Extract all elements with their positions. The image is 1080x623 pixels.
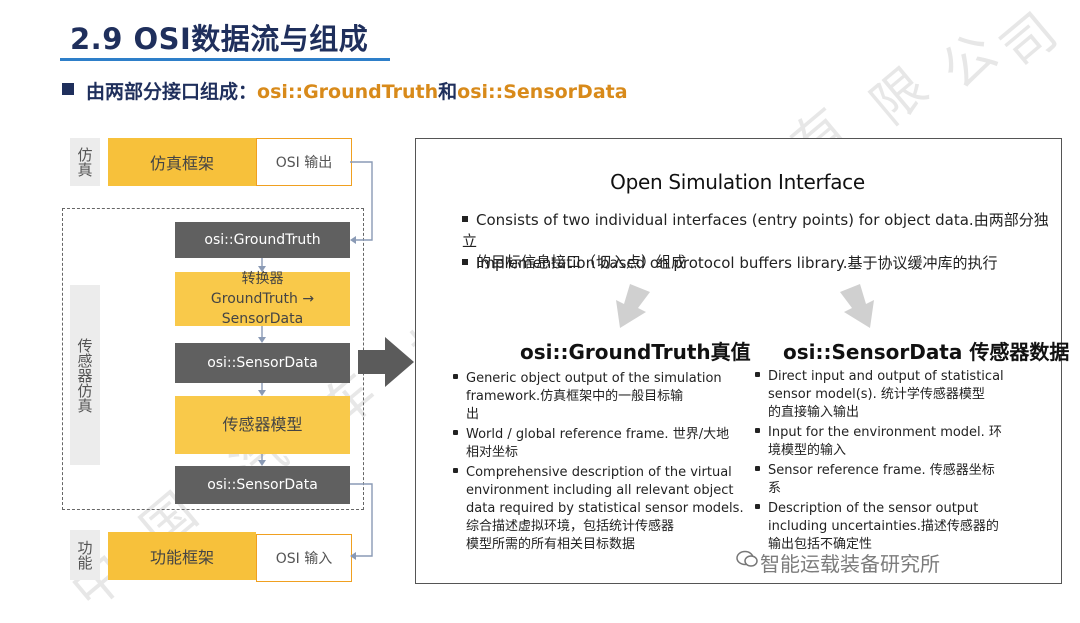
bullet-dot-icon [453, 468, 458, 473]
ground-truth-box: osi::GroundTruth [175, 222, 350, 258]
osi-output-label: OSI 输出 [275, 155, 333, 171]
sensor-data-label-2: osi::SensorData [207, 477, 318, 493]
item-line: Generic object output of the simulation [466, 371, 722, 386]
bullet-square-icon [462, 259, 468, 265]
subtitle-prefix: 由两部分接口组成： [86, 81, 258, 103]
osi-input-label: OSI 输入 [275, 551, 333, 567]
converter-sublabel: GroundTruth → SensorData [210, 291, 315, 327]
side-label-sim: 仿真 [70, 138, 100, 186]
side-label-function: 功能 [70, 530, 100, 580]
list-item: Sensor reference frame. 传感器坐标 系 [755, 462, 1050, 498]
item-line: 的直接输入输出 [768, 405, 860, 420]
panel-bullet-1: Consists of two individual interfaces (e… [462, 210, 1052, 273]
item-line: 输出包括不确定性 [768, 537, 873, 552]
item-line: 境模型的输入 [768, 443, 847, 458]
panel-heading-text: Open Simulation Interface [610, 170, 865, 194]
converter-label: 转换器 [241, 271, 284, 287]
item-line: World / global reference frame. 世界/大地 [466, 427, 730, 442]
ground-truth-label: osi::GroundTruth [204, 232, 321, 248]
item-line: Description of the sensor output [768, 501, 979, 516]
panel-bullet-2: Implementation based on protocol buffers… [462, 253, 1052, 274]
subtitle-joiner: 和 [438, 81, 458, 103]
item-line: Input for the environment model. 环 [768, 425, 1002, 440]
item-line: data required by statistical sensor mode… [466, 501, 744, 516]
watermark-char: 限 [860, 57, 939, 137]
item-line: 综合描述虚拟环境，包括统计传感器 [466, 519, 675, 534]
bullet-dot-icon [755, 372, 760, 377]
item-line: framework.仿真框架中的一般目标输 [466, 389, 684, 404]
bullet-1-line2: 的目标信息接口（切入点）组成 [476, 253, 687, 271]
sim-framework-label: 仿真框架 [149, 154, 214, 173]
sensor-data-box-2: osi::SensorData [175, 466, 350, 504]
item-line: Sensor reference frame. 传感器坐标 [768, 463, 995, 478]
down-arrow-icon [616, 284, 650, 328]
sensor-data-list: Direct input and output of statistical s… [755, 368, 1050, 554]
diagram-connectors [258, 161, 414, 560]
connector-output-to-groundtruth [350, 161, 373, 241]
subtitle-part1: osi::GroundTruth [257, 81, 439, 103]
arrowhead [258, 337, 266, 343]
osi-input-box: OSI 输入 [256, 534, 352, 582]
subtitle: 由两部分接口组成：osi::GroundTruth和osi::SensorDat… [86, 77, 628, 104]
page-title: 2.9 OSI数据流与组成 [70, 22, 369, 56]
big-right-arrow-icon [358, 337, 414, 387]
side-label-sim-text: 仿真 [75, 147, 94, 177]
bullet-dot-icon [453, 374, 458, 379]
item-line: sensor model(s). 统计学传感器模型 [768, 387, 985, 402]
arrowhead [350, 552, 356, 560]
bullet-square-icon [462, 216, 468, 222]
list-item: World / global reference frame. 世界/大地 相对… [453, 426, 753, 462]
bullet-dot-icon [453, 430, 458, 435]
ground-truth-list: Generic object output of the simulation … [453, 370, 753, 554]
panel-down-arrows [616, 284, 874, 328]
function-framework-label: 功能框架 [149, 548, 214, 567]
list-item: Direct input and output of statistical s… [755, 368, 1050, 422]
item-line: environment including all relevant objec… [466, 483, 734, 498]
list-item: Generic object output of the simulation … [453, 370, 753, 424]
osi-panel [415, 138, 1062, 584]
sensor-model-box: 传感器模型 [175, 396, 350, 454]
function-framework-box: 功能框架 [108, 532, 256, 580]
side-label-sensor-sim-text: 传感器仿真 [75, 337, 94, 413]
converter-box: 转换器 GroundTruth → SensorData [175, 271, 350, 327]
title-underline [60, 58, 390, 61]
side-label-sensor-sim: 传感器仿真 [70, 285, 100, 465]
bullet-dot-icon [755, 466, 760, 471]
list-item: Description of the sensor output includi… [755, 500, 1050, 554]
item-line: 出 [466, 407, 480, 422]
item-line: Comprehensive description of the virtual [466, 465, 732, 480]
wechat-icon [736, 550, 758, 567]
connector-sd2-to-input [350, 483, 373, 557]
item-line: Direct input and output of statistical [768, 369, 1004, 384]
bullet-dot-icon [755, 428, 760, 433]
side-label-function-text: 功能 [75, 540, 94, 570]
list-item: Input for the environment model. 环 境模型的输… [755, 424, 1050, 460]
account-watermark: 智能运载装备研究所 [760, 552, 940, 576]
bullet-square-icon [62, 83, 74, 95]
bullet-dot-icon [755, 504, 760, 509]
subtitle-part2: osi::SensorData [457, 81, 628, 103]
item-line: 模型所需的所有相关目标数据 [466, 537, 636, 552]
sensor-data-box-1: osi::SensorData [175, 343, 350, 383]
item-line: 系 [768, 481, 782, 496]
sensor-model-label: 传感器模型 [222, 415, 303, 434]
bullet-2-line1: Implementation based on protocol buffers… [476, 254, 998, 272]
bullet-1-line1: Consists of two individual interfaces (e… [462, 211, 1049, 250]
down-arrow-icon [840, 284, 874, 328]
item-line: including uncertainties.描述传感器的 [768, 519, 999, 534]
arrowhead [350, 236, 356, 244]
sensor-data-heading: osi::SensorData 传感器数据 [783, 340, 1070, 364]
sensor-data-label-1: osi::SensorData [207, 355, 318, 371]
arrowhead [258, 390, 266, 396]
ground-truth-heading: osi::GroundTruth真值 [520, 340, 751, 364]
panel-heading: Open Simulation Interface [415, 170, 1060, 194]
arrowhead [258, 266, 266, 272]
list-item: Comprehensive description of the virtual… [453, 464, 753, 554]
item-line: 相对坐标 [466, 445, 519, 460]
sim-framework-box: 仿真框架 [108, 138, 256, 186]
arrowhead [258, 460, 266, 466]
